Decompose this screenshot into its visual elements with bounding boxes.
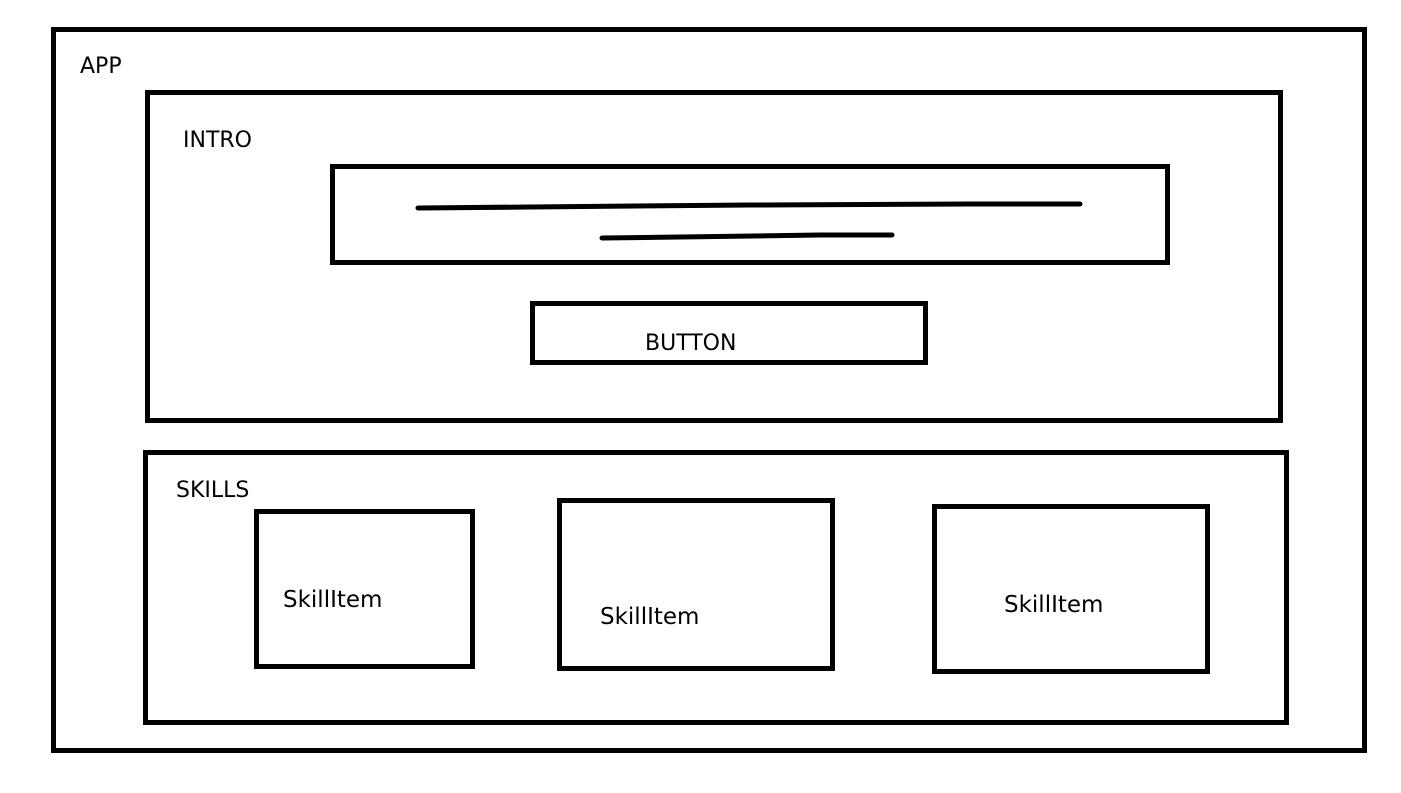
skill-item-label: SkillItem (283, 587, 383, 613)
app-container (51, 27, 1367, 753)
skill-item[interactable] (557, 498, 835, 671)
scribbled-text-lines (415, 201, 1083, 241)
skill-item-label: SkillItem (600, 604, 700, 630)
skills-section (143, 450, 1289, 725)
intro-button-label: BUTTON (645, 331, 737, 356)
intro-button[interactable] (530, 301, 928, 365)
skill-item[interactable] (932, 504, 1210, 674)
intro-label: INTRO (183, 128, 252, 153)
intro-text-block (330, 164, 1170, 265)
skill-item-label: SkillItem (1004, 592, 1104, 618)
skill-item[interactable] (254, 509, 475, 669)
intro-section (145, 90, 1283, 423)
skills-label: SKILLS (176, 478, 250, 503)
text-line-1 (415, 201, 1083, 211)
app-label: APP (80, 54, 122, 79)
text-line-2 (599, 232, 895, 241)
